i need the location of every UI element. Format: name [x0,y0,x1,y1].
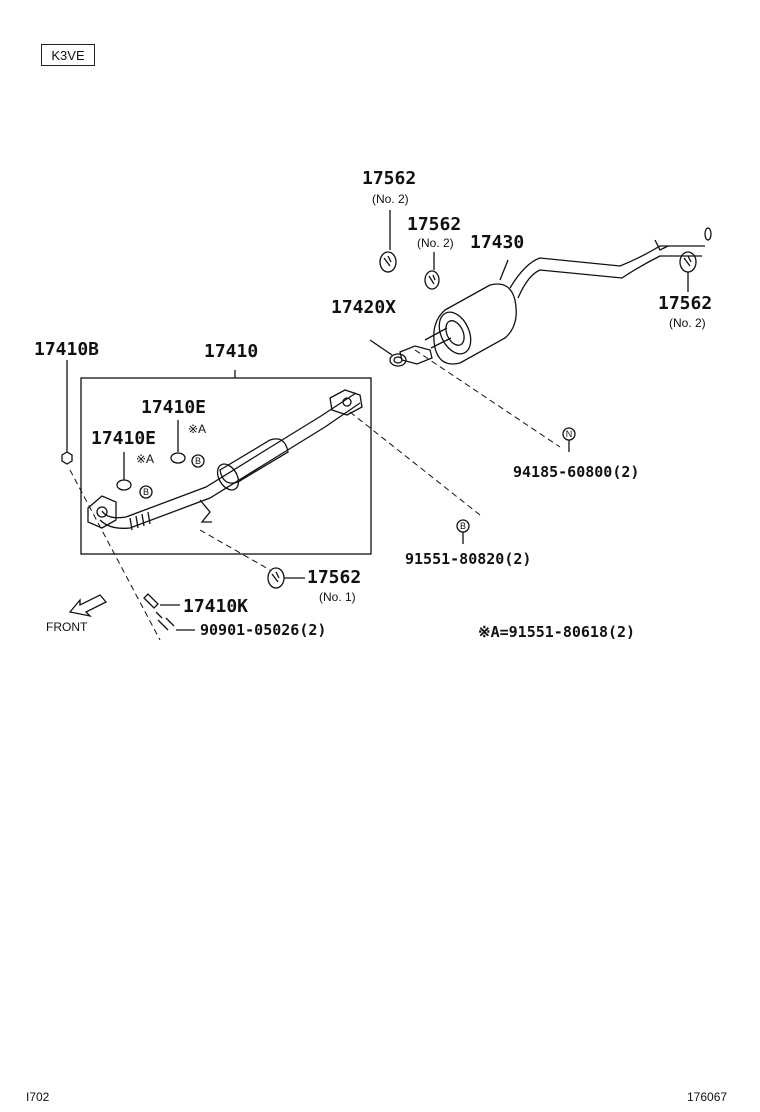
nut-17410b [61,451,73,465]
tail-pipe [509,245,705,299]
label-17562-mid: 17562 [407,214,462,235]
hanger-17562-mid [424,270,440,290]
label-17420x: 17420X [331,297,397,318]
callout-n: N [566,429,573,439]
label-17410e-upper-ref: ※A [188,422,207,436]
label-17562-right-no: (No. 2) [669,316,706,330]
front-pipe [99,392,361,529]
label-17410e-upper: 17410E [141,397,207,418]
hanger-17562-no1 [267,567,285,589]
label-91551-80820: 91551-80820(2) [405,550,532,568]
label-17562-no1-no: (No. 1) [319,590,356,604]
callout-b-upper: B [195,456,201,466]
label-94185: 94185-60800(2) [513,463,640,481]
callout-b-right: B [460,521,466,531]
main-muffler [433,283,517,365]
label-17562-top: 17562 [362,168,417,189]
bolt-90901 [157,617,175,631]
callout-b-lower: B [143,487,149,497]
pre-muffler [219,438,289,484]
engine-code-box: K3VE [41,44,95,66]
assembly-17410-box [80,377,372,555]
hanger-17562-right [679,251,697,273]
label-17562-right: 17562 [658,293,713,314]
front-arrow-icon [68,594,108,618]
clamp-17410e-lower [116,452,132,491]
footer-left-code: I702 [26,1090,50,1104]
label-90901: 90901-05026(2) [200,621,327,639]
footer-right-code: 176067 [687,1090,728,1104]
front-flange [87,495,117,529]
note-a-definition: ※A=91551-80618(2) [478,623,636,641]
label-17562-top-no: (No. 2) [372,192,409,206]
label-17410e-lower: 17410E [91,428,157,449]
label-17410k: 17410K [183,596,249,617]
label-17430: 17430 [470,232,525,253]
label-17562-no1: 17562 [307,567,362,588]
label-17410b: 17410B [34,339,100,360]
label-17410: 17410 [204,341,259,362]
hanger-17562-top [379,251,397,273]
front-label: FRONT [46,620,88,634]
label-17410e-lower-ref: ※A [136,452,155,466]
label-17562-mid-no: (No. 2) [417,236,454,250]
clamp-17410e-upper [170,420,186,464]
part-17410k [143,593,163,619]
gasket-17420x [389,353,407,367]
